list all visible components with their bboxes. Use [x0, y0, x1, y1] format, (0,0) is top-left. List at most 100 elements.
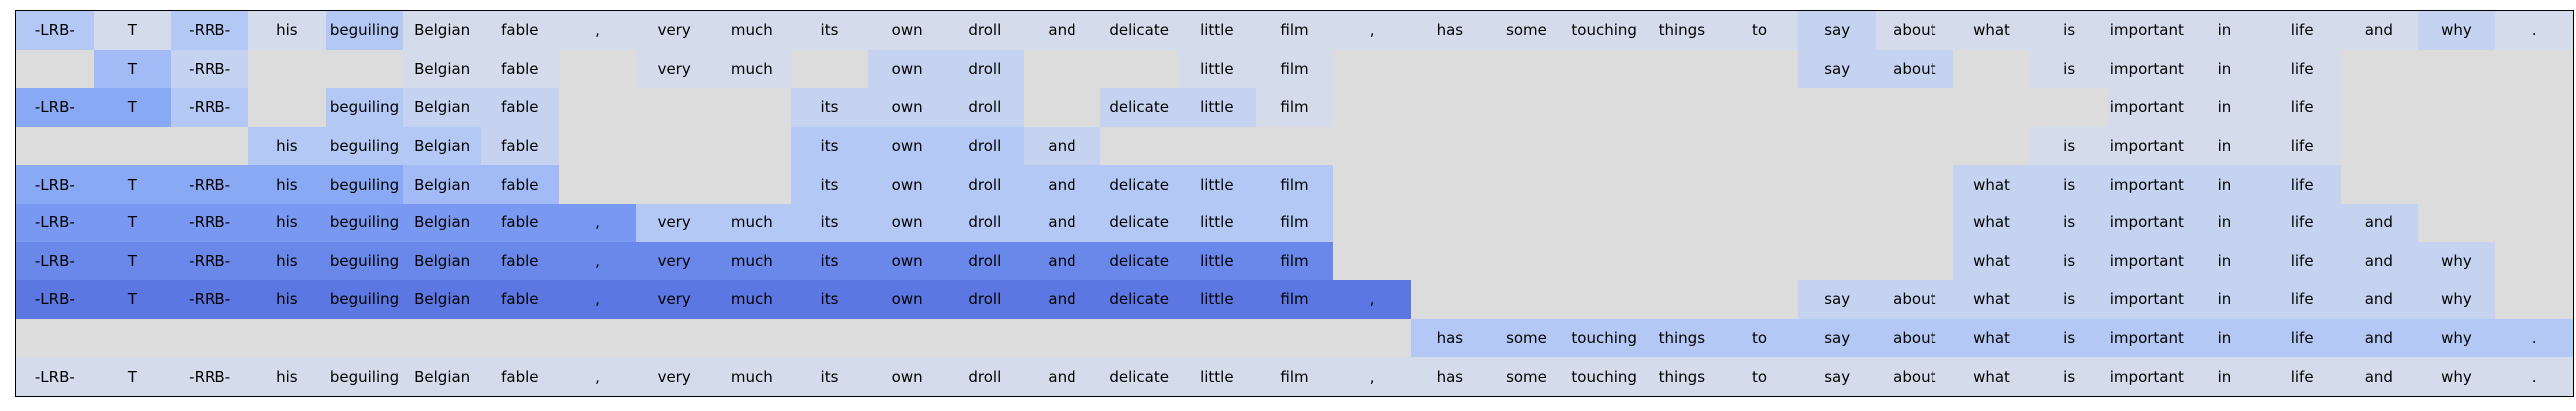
token-cell: -LRB- [16, 11, 94, 50]
empty-cell [712, 318, 791, 358]
token-cell: is [2030, 241, 2108, 281]
empty-cell [1875, 88, 1953, 127]
token-cell: about [1875, 49, 1953, 89]
token-cell: life [2263, 126, 2341, 166]
token-cell: little [1177, 203, 1256, 242]
token-cell: to [1720, 357, 1799, 396]
empty-cell [1720, 88, 1799, 127]
token-cell: and [2340, 241, 2418, 281]
token-cell: beguiling [325, 280, 404, 319]
empty-cell [171, 318, 248, 358]
token-cell: some [1488, 357, 1566, 396]
empty-cell [16, 318, 94, 358]
empty-cell [945, 318, 1024, 358]
empty-cell [1333, 49, 1411, 89]
empty-cell [1875, 165, 1953, 204]
token-cell: say [1798, 49, 1876, 89]
empty-cell [712, 165, 791, 204]
empty-cell [712, 88, 791, 127]
empty-cell [1488, 280, 1566, 319]
empty-cell [636, 165, 713, 204]
token-cell: say [1798, 318, 1876, 358]
token-cell: in [2185, 49, 2264, 89]
empty-cell [2340, 88, 2418, 127]
token-cell: his [247, 241, 326, 281]
empty-cell [1720, 165, 1799, 204]
token-cell: and [1023, 203, 1101, 242]
empty-cell [1023, 318, 1101, 358]
token-cell: -LRB- [16, 280, 94, 319]
empty-cell [2495, 203, 2573, 242]
token-cell: things [1642, 357, 1721, 396]
token-cell: his [247, 280, 326, 319]
empty-cell [2340, 126, 2418, 166]
empty-cell [558, 49, 637, 89]
empty-cell [403, 318, 481, 358]
token-cell: important [2107, 203, 2186, 242]
empty-cell [2495, 165, 2573, 204]
token-cell: about [1875, 280, 1953, 319]
token-cell: film [1255, 11, 1334, 50]
empty-cell [1410, 241, 1489, 281]
token-cell: own [868, 165, 946, 204]
token-cell: Belgian [403, 280, 481, 319]
empty-cell [2417, 165, 2496, 204]
token-cell: in [2185, 241, 2264, 281]
empty-cell [1565, 49, 1643, 89]
token-cell: Belgian [403, 241, 481, 281]
token-cell: important [2107, 88, 2186, 127]
empty-cell [2417, 126, 2496, 166]
empty-cell [1720, 126, 1799, 166]
token-cell: in [2185, 203, 2264, 242]
empty-cell [1488, 126, 1566, 166]
empty-cell [1255, 126, 1334, 166]
token-cell: film [1255, 165, 1334, 204]
token-cell: its [790, 203, 869, 242]
empty-cell [1642, 203, 1721, 242]
empty-cell [1798, 203, 1876, 242]
empty-cell [1488, 165, 1566, 204]
empty-cell [1875, 203, 1953, 242]
empty-cell [558, 126, 637, 166]
token-cell: and [2340, 203, 2418, 242]
empty-cell [325, 49, 404, 89]
token-cell: . [2495, 318, 2573, 358]
token-cell: fable [480, 49, 559, 89]
token-cell: own [868, 241, 946, 281]
empty-cell [1798, 165, 1876, 204]
empty-cell [1565, 280, 1643, 319]
empty-cell [1642, 126, 1721, 166]
empty-cell [1798, 241, 1876, 281]
token-cell: Belgian [403, 165, 481, 204]
empty-cell [1642, 88, 1721, 127]
token-cell: has [1410, 318, 1489, 358]
token-cell: T [93, 11, 172, 50]
token-cell: much [712, 241, 791, 281]
token-cell: say [1798, 357, 1876, 396]
empty-cell [558, 318, 637, 358]
token-cell: some [1488, 11, 1566, 50]
empty-cell [480, 318, 559, 358]
empty-cell [1642, 280, 1721, 319]
empty-cell [1177, 126, 1256, 166]
token-cell: -RRB- [171, 241, 248, 281]
empty-cell [1333, 318, 1411, 358]
token-cell: important [2107, 280, 2186, 319]
token-cell: Belgian [403, 49, 481, 89]
token-cell: -RRB- [171, 203, 248, 242]
empty-cell [1333, 165, 1411, 204]
empty-cell [247, 49, 326, 89]
token-cell: beguiling [325, 126, 404, 166]
token-cell: its [790, 241, 869, 281]
token-cell: little [1177, 165, 1256, 204]
token-cell: fable [480, 165, 559, 204]
token-cell: own [868, 49, 946, 89]
token-cell: his [247, 357, 326, 396]
empty-cell [1100, 318, 1178, 358]
token-cell: much [712, 203, 791, 242]
empty-cell [2495, 280, 2573, 319]
token-cell: in [2185, 318, 2264, 358]
token-cell: about [1875, 11, 1953, 50]
token-cell: its [790, 280, 869, 319]
empty-cell [1642, 49, 1721, 89]
